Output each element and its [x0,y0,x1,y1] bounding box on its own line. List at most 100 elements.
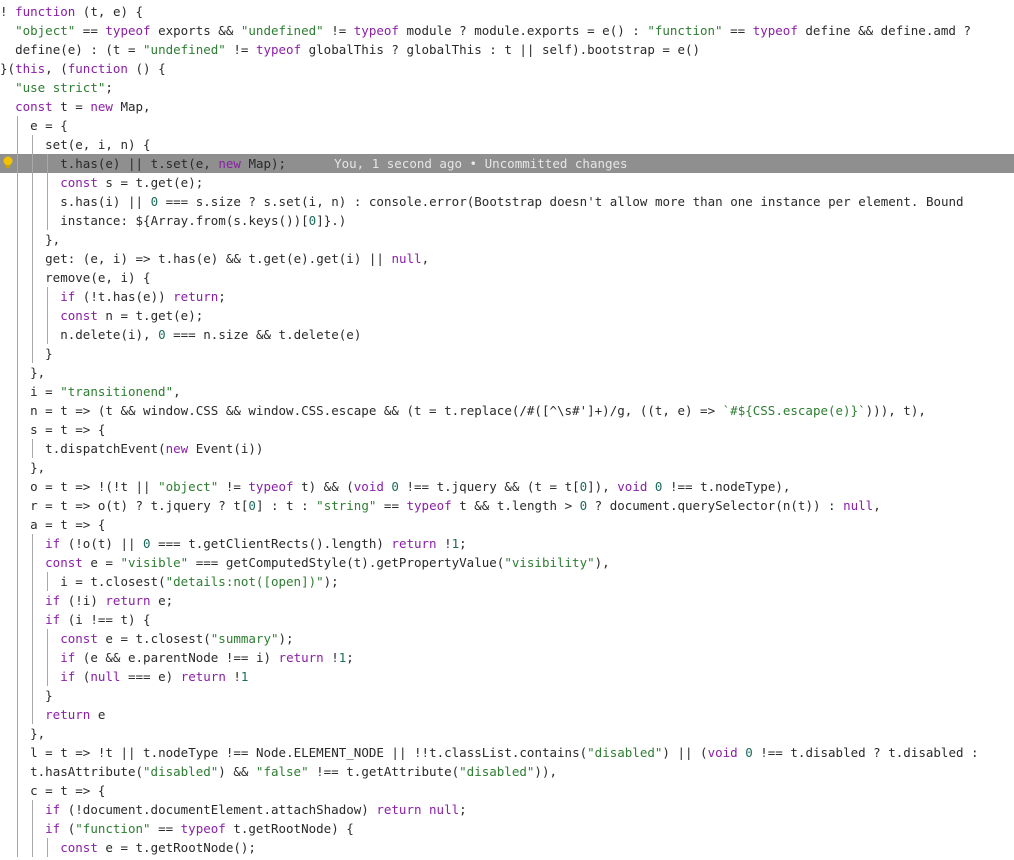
code-line[interactable]: a = t => { [30,517,106,532]
indent-guide [47,572,49,591]
indent-guide [47,667,49,686]
code-line[interactable]: if ("function" == typeof t.getRootNode) … [45,821,354,836]
current-code-line[interactable]: t.has(e) || t.set(e, new Map);You, 1 sec… [0,154,1014,173]
code-line[interactable]: "object" == typeof exports && "undefined… [15,23,971,38]
indent-guide [17,420,19,439]
indent-guide [17,743,19,762]
indent-guide [32,800,34,819]
indent-guide [47,629,49,648]
code-line[interactable]: } [0,688,53,703]
code-line[interactable]: s.has(i) || 0 === s.size ? s.set(i, n) :… [60,194,964,209]
indent-guide [47,211,49,230]
indent-guide [32,306,34,325]
indent-guide [47,325,49,344]
code-line[interactable]: const e = "visible" === getComputedStyle… [45,555,610,570]
indent-guide [17,553,19,572]
code-line[interactable]: o = t => !(!t || "object" != typeof t) &… [30,479,791,494]
indent-guide [32,629,34,648]
code-line[interactable]: if (!o(t) || 0 === t.getClientRects().le… [45,536,467,551]
code-line[interactable]: n = t => (t && window.CSS && window.CSS.… [30,403,926,418]
lightbulb-icon[interactable] [2,156,14,170]
indent-guide [32,819,34,838]
code-line[interactable]: }, [0,232,61,247]
code-line[interactable]: const t = new Map, [15,99,151,114]
code-line[interactable]: r = t => o(t) ? t.jquery ? t[0] : t : "s… [30,498,881,513]
indent-guide [17,477,19,496]
code-line[interactable]: if (!t.has(e)) return; [60,289,226,304]
code-line[interactable]: s = t => { [30,422,106,437]
code-line[interactable]: }, [0,460,46,475]
indent-guide [47,838,49,857]
code-line[interactable]: n.delete(i), 0 === n.size && t.delete(e) [60,327,362,342]
indent-guide [17,382,19,401]
indent-guide [32,534,34,553]
indent-guide [32,173,34,192]
indent-guide [47,154,49,173]
code-line[interactable]: const e = t.closest("summary"); [60,631,294,646]
code-line[interactable]: t.dispatchEvent(new Event(i)) [45,441,264,456]
indent-guide [17,762,19,781]
indent-guide [47,287,49,306]
code-line[interactable]: }, [0,726,46,741]
indent-guide [17,268,19,287]
indent-guide [32,648,34,667]
code-line[interactable]: }(this, (function () { [0,61,166,76]
code-line[interactable]: define(e) : (t = "undefined" != typeof g… [15,42,701,57]
code-line[interactable]: if (null === e) return !1 [60,669,249,684]
indent-guide [17,116,19,135]
indent-guide [17,401,19,420]
code-line[interactable]: e = { [30,118,68,133]
indent-guide [17,629,19,648]
code-line[interactable]: instance: ${Array.from(s.keys())[0]}.) [60,213,347,228]
indent-guide [17,610,19,629]
indent-guide [47,648,49,667]
indent-guide [17,135,19,154]
code-line[interactable]: ! function (t, e) { [0,4,144,19]
code-line[interactable]: if (e && e.parentNode !== i) return !1; [60,650,354,665]
indent-guide [17,496,19,515]
code-line[interactable]: l = t => !t || t.nodeType !== Node.ELEME… [30,745,979,760]
indent-guide [47,306,49,325]
indent-guide [32,667,34,686]
indent-guide [17,154,19,173]
code-line[interactable]: const s = t.get(e); [60,175,204,190]
indent-guide [17,306,19,325]
indent-guide [17,287,19,306]
indent-guide [17,515,19,534]
indent-guide [32,553,34,572]
indent-guide [32,591,34,610]
code-line[interactable]: "use strict"; [15,80,113,95]
code-line[interactable]: i = t.closest("details:not([open])"); [60,574,339,589]
code-line[interactable]: i = "transitionend", [30,384,181,399]
indent-guide [32,686,34,705]
code-line[interactable]: if (i !== t) { [45,612,151,627]
indent-guide [17,800,19,819]
code-line[interactable]: }, [0,365,46,380]
code-line[interactable]: const n = t.get(e); [60,308,204,323]
indent-guide [17,838,19,857]
indent-guide [17,781,19,800]
code-line[interactable]: if (!document.documentElement.attachShad… [45,802,467,817]
code-line[interactable]: return e [45,707,106,722]
indent-guide [17,211,19,230]
indent-guide [47,173,49,192]
indent-guide [17,173,19,192]
indent-guide [47,192,49,211]
code-line[interactable]: const e = t.getRootNode(); [60,840,256,855]
code-line[interactable]: } [0,346,53,361]
code-line[interactable]: get: (e, i) => t.has(e) && t.get(e).get(… [45,251,430,266]
indent-guide [32,154,34,173]
code-line[interactable]: set(e, i, n) { [45,137,151,152]
indent-guide [17,705,19,724]
code-line[interactable]: if (!i) return e; [45,593,174,608]
indent-guide [32,268,34,287]
code-line[interactable]: remove(e, i) { [45,270,151,285]
code-line[interactable]: t.hasAttribute("disabled") && "false" !=… [30,764,557,779]
indent-guide [32,439,34,458]
indent-guide [32,135,34,154]
indent-guide [17,230,19,249]
indent-guide [17,192,19,211]
indent-guide [32,572,34,591]
code-line[interactable]: c = t => { [30,783,106,798]
